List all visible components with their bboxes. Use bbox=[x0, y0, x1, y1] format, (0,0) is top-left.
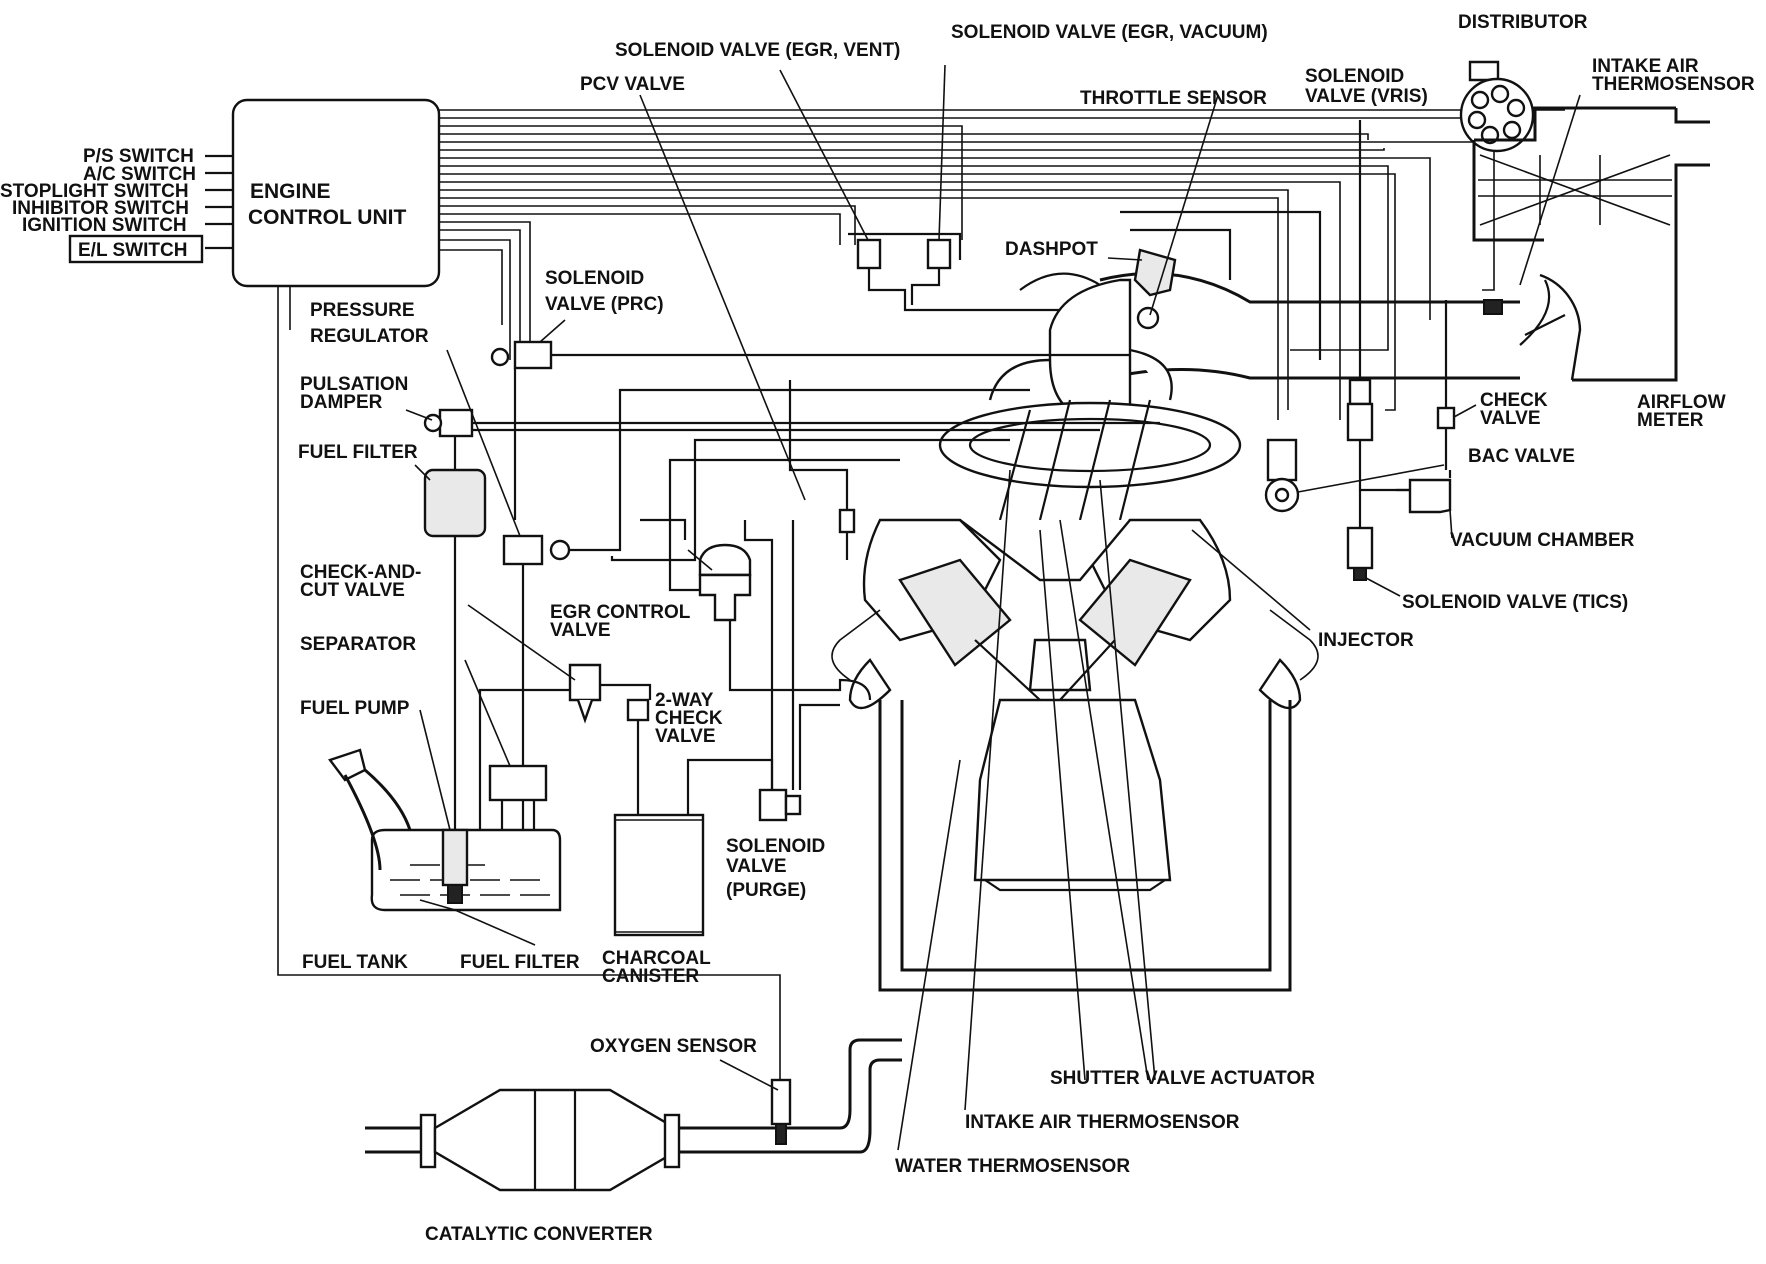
label-solenoid-purge-3: (PURGE) bbox=[726, 880, 806, 901]
ac-switch-label: A/C SWITCH bbox=[83, 164, 196, 185]
label-charcoal-2: CANISTER bbox=[602, 966, 699, 987]
ignition-switch-label: IGNITION SWITCH bbox=[22, 215, 187, 236]
label-solenoid-purge-1: SOLENOID bbox=[726, 836, 825, 857]
el-switch-label: E/L SWITCH bbox=[78, 240, 187, 261]
label-charcoal-1: CHARCOAL bbox=[602, 948, 711, 969]
label-intake-air-thermosensor-top-2: THERMOSENSOR bbox=[1592, 74, 1755, 95]
label-pressure-regulator-2: REGULATOR bbox=[310, 326, 429, 347]
ecu-label-line2: CONTROL UNIT bbox=[248, 206, 406, 229]
label-intake-air-thermosensor-top-1: INTAKE AIR bbox=[1592, 56, 1699, 77]
exhaust-system bbox=[365, 1038, 902, 1192]
label-intake-air-thermosensor-bottom: INTAKE AIR THERMOSENSOR bbox=[965, 1112, 1240, 1133]
label-shutter-valve-actuator: SHUTTER VALVE ACTUATOR bbox=[1050, 1068, 1315, 1089]
label-check-valve-1: CHECK bbox=[1480, 390, 1548, 411]
ps-switch-label: P/S SWITCH bbox=[83, 146, 194, 167]
label-bac-valve: BAC VALVE bbox=[1468, 446, 1575, 467]
label-airflow-meter-2: METER bbox=[1637, 410, 1704, 431]
label-solenoid-vris-2: VALVE (VRIS) bbox=[1305, 86, 1428, 107]
right-side-valves bbox=[1191, 120, 1477, 631]
label-distributor: DISTRIBUTOR bbox=[1458, 12, 1588, 33]
label-pressure-regulator-1: PRESSURE bbox=[310, 300, 415, 321]
label-pulsation-damper-2: DAMPER bbox=[300, 392, 383, 413]
label-fuel-tank: FUEL TANK bbox=[302, 952, 408, 973]
label-two-way-2: CHECK bbox=[655, 708, 723, 729]
inhibitor-switch-label: INHIBITOR SWITCH bbox=[12, 198, 189, 219]
fuel-system bbox=[328, 319, 1160, 946]
ecu-label-line1: ENGINE bbox=[250, 180, 331, 203]
label-vacuum-chamber: VACUUM CHAMBER bbox=[1450, 530, 1635, 551]
throttle-body bbox=[1048, 94, 1322, 422]
sensor-pointer-lines bbox=[897, 257, 1156, 1151]
switch-inputs: P/S SWITCH A/C SWITCH STOPLIGHT SWITCH I… bbox=[0, 146, 233, 264]
label-solenoid-egr-vacuum: SOLENOID VALVE (EGR, VACUUM) bbox=[951, 22, 1268, 43]
label-injector: INJECTOR bbox=[1318, 630, 1414, 651]
label-solenoid-prc-1: SOLENOID bbox=[545, 268, 644, 289]
label-two-way-1: 2-WAY bbox=[655, 690, 714, 711]
label-fuel-pump: FUEL PUMP bbox=[300, 698, 410, 719]
engine-control-unit: ENGINE CONTROL UNIT bbox=[231, 98, 441, 288]
label-water-thermosensor: WATER THERMOSENSOR bbox=[895, 1156, 1130, 1177]
component-labels: SOLENOID VALVE (EGR, VENT) SOLENOID VALV… bbox=[298, 12, 1755, 1245]
label-catalytic-converter: CATALYTIC CONVERTER bbox=[425, 1224, 653, 1245]
label-solenoid-tics: SOLENOID VALVE (TICS) bbox=[1402, 592, 1628, 613]
rotary-engine-block bbox=[831, 518, 1319, 992]
label-check-and-cut-1: CHECK-AND- bbox=[300, 562, 421, 583]
label-two-way-3: VALVE bbox=[655, 726, 716, 747]
label-solenoid-egr-vent: SOLENOID VALVE (EGR, VENT) bbox=[615, 40, 900, 61]
label-solenoid-vris-1: SOLENOID bbox=[1305, 66, 1404, 87]
label-egr-control-1: EGR CONTROL bbox=[550, 602, 691, 623]
label-pulsation-damper-1: PULSATION bbox=[300, 374, 408, 395]
label-egr-control-2: VALVE bbox=[550, 620, 611, 641]
label-throttle-sensor: THROTTLE SENSOR bbox=[1080, 88, 1267, 109]
label-fuel-filter-top: FUEL FILTER bbox=[298, 442, 418, 463]
label-solenoid-purge-2: VALVE bbox=[726, 856, 787, 877]
label-airflow-meter-1: AIRFLOW bbox=[1637, 392, 1726, 413]
egr-pcv-components bbox=[639, 94, 900, 701]
stoplight-switch-label: STOPLIGHT SWITCH bbox=[0, 181, 189, 202]
label-dashpot: DASHPOT bbox=[1005, 239, 1098, 260]
label-separator: SEPARATOR bbox=[300, 634, 416, 655]
label-fuel-filter-bottom: FUEL FILTER bbox=[460, 952, 580, 973]
label-oxygen-sensor: OXYGEN SENSOR bbox=[590, 1036, 757, 1057]
egr-solenoid-valves bbox=[779, 64, 1120, 312]
distributor bbox=[1459, 60, 1535, 153]
label-check-and-cut-2: CUT VALVE bbox=[300, 580, 405, 601]
label-check-valve-2: VALVE bbox=[1480, 408, 1541, 429]
label-pcv-valve: PCV VALVE bbox=[580, 74, 685, 95]
label-solenoid-prc-2: VALVE (PRC) bbox=[545, 294, 664, 315]
air-intake-duct bbox=[1099, 94, 1710, 382]
